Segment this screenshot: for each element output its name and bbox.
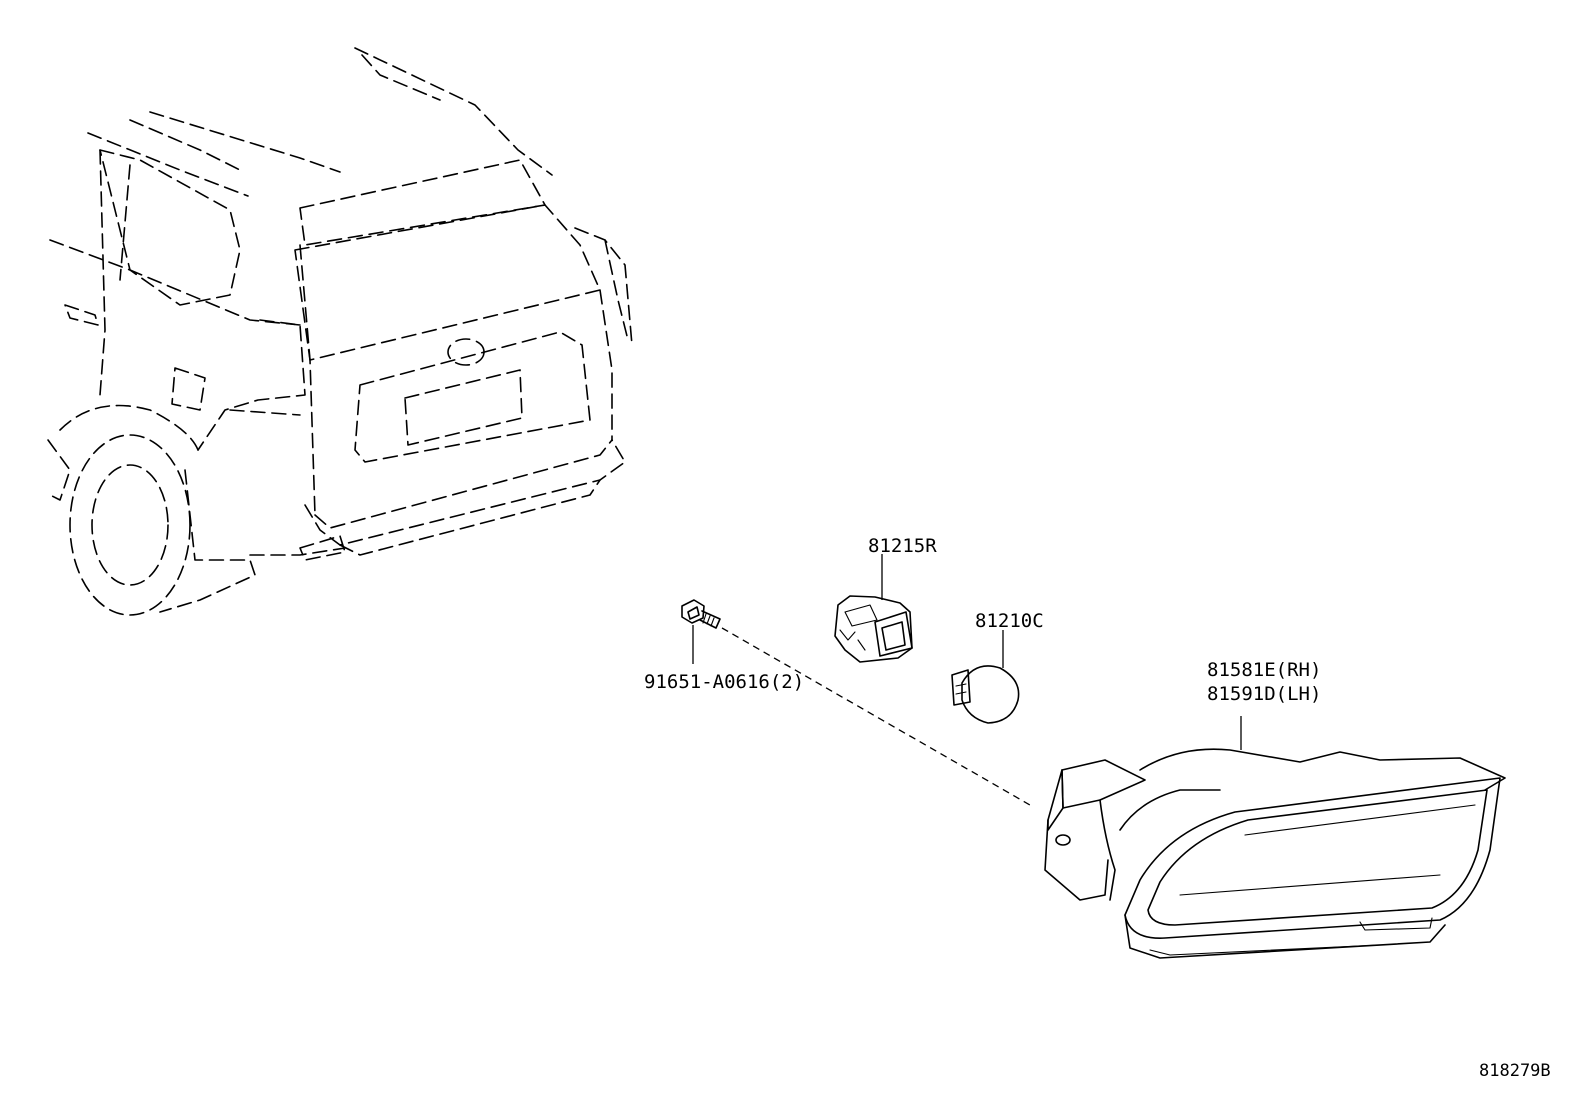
bulb-icon	[951, 665, 1020, 724]
bolt-install-line	[721, 627, 1031, 806]
part-number-bulb: 81210C	[975, 610, 1044, 632]
bolt-icon	[681, 599, 721, 629]
part-number-bolt: 91651-A0616(2)	[644, 671, 804, 693]
part-number-lamp-lh: 81591D(LH)	[1207, 683, 1321, 705]
fog-lamp-icon	[1044, 748, 1506, 959]
vehicle-rear-icon	[47, 47, 633, 616]
bulb-socket-icon	[834, 595, 913, 663]
part-number-lamp-rh: 81581E(RH)	[1207, 659, 1321, 681]
diagram-reference-code: 818279B	[1479, 1061, 1551, 1081]
part-number-socket: 81215R	[868, 535, 937, 557]
